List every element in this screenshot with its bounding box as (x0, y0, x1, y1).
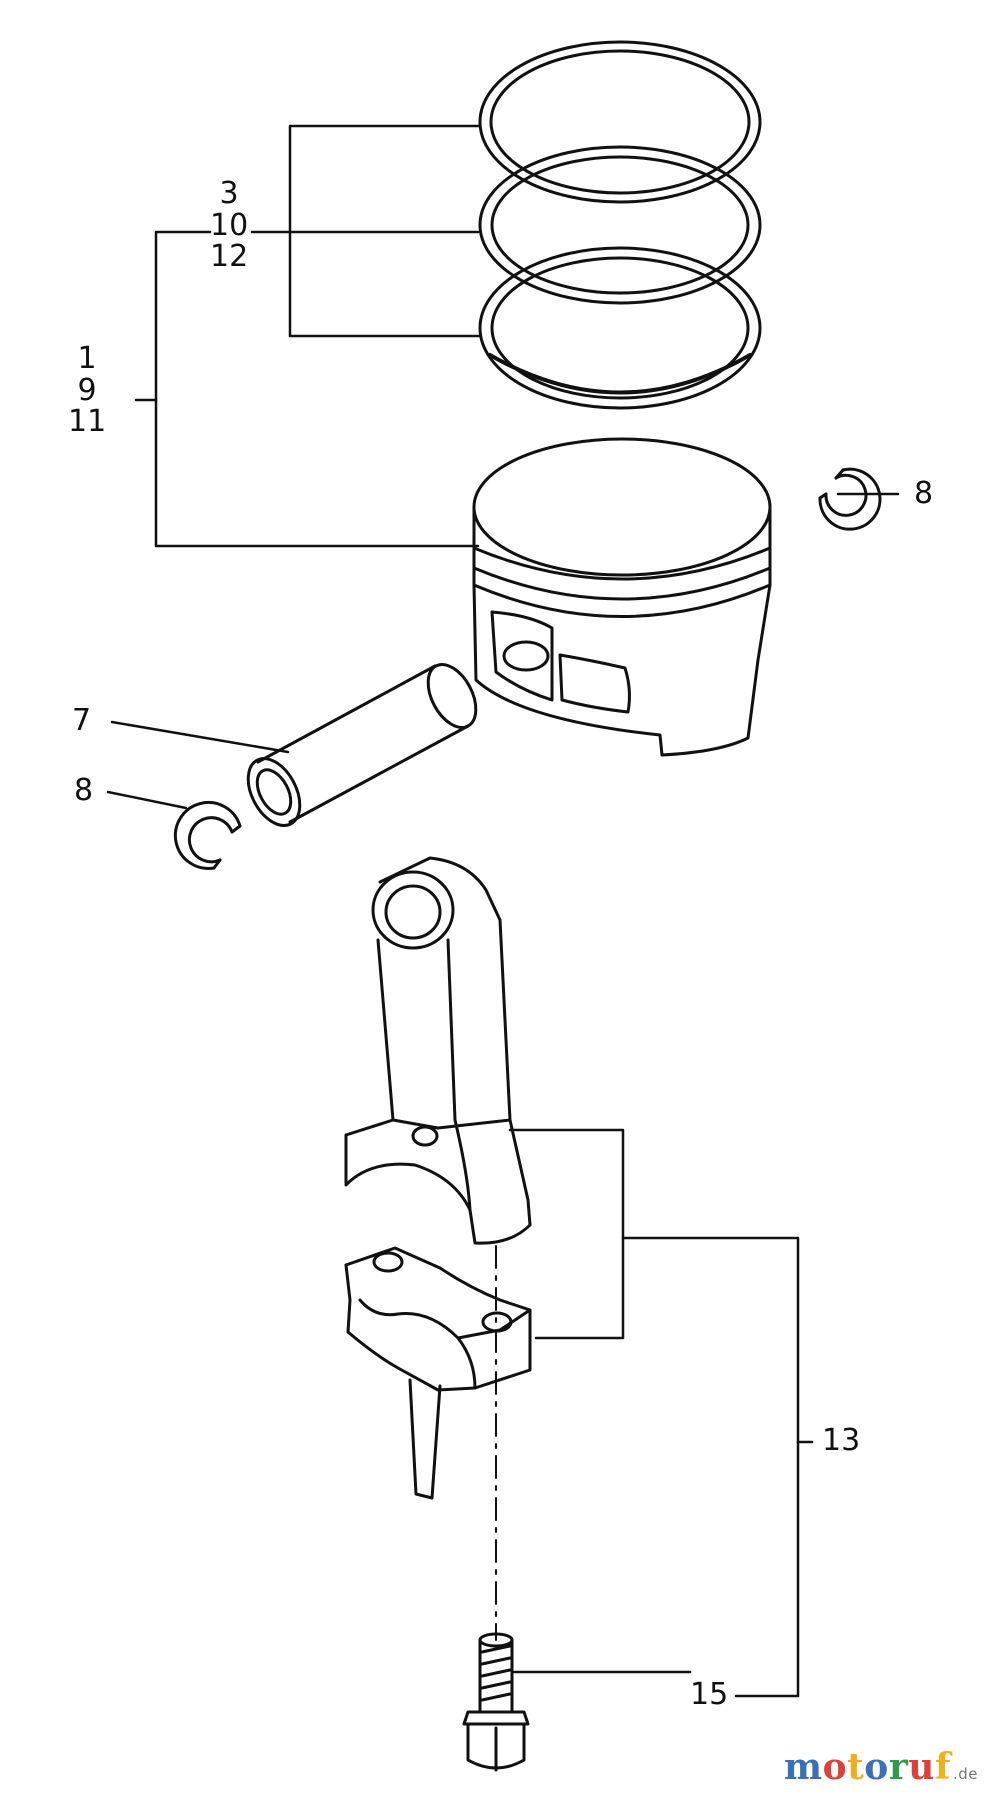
piston (472, 437, 772, 757)
connecting-rod (344, 856, 532, 1245)
callout-8-left: 8 (74, 773, 94, 808)
callout-7: 7 (72, 703, 92, 738)
callout-12: 12 (210, 239, 249, 274)
callout-11: 11 (68, 404, 107, 439)
piston-ring-middle (478, 145, 762, 305)
callout-9: 9 (77, 372, 97, 408)
piston-pin (246, 663, 478, 827)
callout-3: 3 (219, 176, 239, 211)
circlip-left (173, 800, 242, 870)
piston-ring-top (478, 40, 762, 204)
callout-10: 10 (210, 207, 249, 243)
callout-15: 15 (690, 1677, 729, 1712)
motoruf-watermark: motoruf.de (784, 1746, 978, 1788)
leader-lines (106, 124, 900, 1698)
piston-ring-oil (478, 246, 762, 410)
callout-13: 13 (822, 1423, 861, 1458)
callout-piston-group: 1 9 11 (68, 343, 106, 438)
callout-1: 1 (77, 341, 97, 376)
conrod-bolt (462, 1632, 530, 1772)
circlip-right (818, 467, 882, 531)
connecting-rod-cap (344, 1246, 532, 1500)
watermark-text: motoruf (784, 1746, 951, 1788)
callout-rings-group: 3 10 12 (210, 178, 248, 273)
callout-8-right: 8 (914, 476, 934, 511)
watermark-tld: .de (952, 1765, 978, 1783)
